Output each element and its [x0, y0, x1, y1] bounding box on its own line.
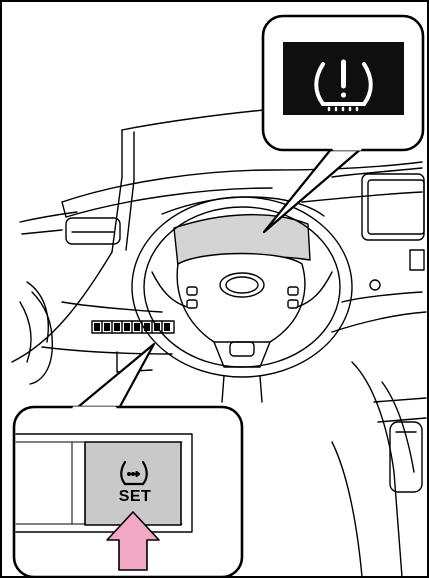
warning-callout: [263, 16, 423, 232]
set-button-label: SET: [105, 488, 165, 506]
